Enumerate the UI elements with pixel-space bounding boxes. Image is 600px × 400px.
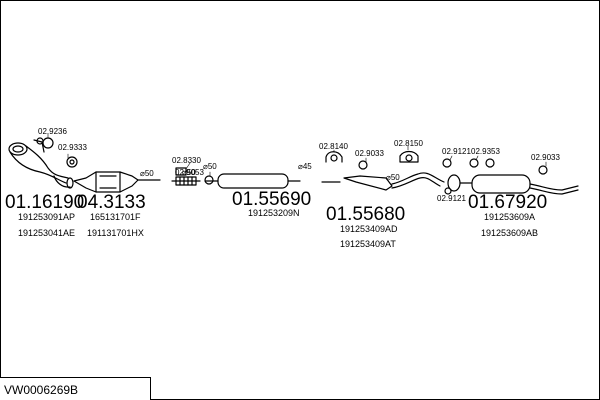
diameter-label: ⌀45 (298, 162, 312, 171)
accessory-code: 02.9353 (471, 147, 500, 156)
gasket-icon (66, 156, 78, 168)
rubber-ring-icon (469, 158, 479, 168)
part-reference: 191253091AP (18, 212, 76, 222)
accessory-code: 02.9121 (442, 147, 471, 156)
middle-box (321, 172, 461, 192)
diameter-label: ⌀50 (203, 162, 217, 171)
accessory-code: 02.8140 (319, 142, 348, 151)
diagram-code-box: VW0006269B (0, 377, 151, 400)
part-reference: 165131701F (90, 212, 141, 222)
part-reference: 191253041AE (18, 228, 76, 238)
clamp-icon (444, 187, 452, 195)
rear-silencer (459, 174, 579, 195)
clamp-icon (538, 165, 548, 175)
part-number: 01.55680 (326, 204, 406, 225)
catalytic-converter (73, 171, 161, 193)
accessory-code: 02.9033 (531, 153, 560, 162)
accessory-code: 02.8150 (394, 139, 423, 148)
rubber-ring-icon (485, 158, 495, 168)
part-reference: 191253409AT (340, 239, 396, 249)
middle-silencer (204, 173, 301, 189)
part-reference: 191253209N (248, 208, 300, 218)
clamp-icon (204, 175, 214, 185)
leader-lines (47, 133, 547, 177)
accessory-code: 02.9333 (58, 143, 87, 152)
accessory-code: 02.9121 (437, 194, 466, 203)
accessory-code: 02.8330 (172, 156, 201, 165)
part-number: 01.16190 (5, 192, 85, 213)
diameter-label: ⌀50 (182, 168, 196, 177)
accessory-code: 02.9236 (38, 127, 67, 136)
part-number: 01.55690 (232, 189, 312, 210)
diagram-code: VW0006269B (4, 383, 79, 397)
front-pipe (8, 137, 74, 189)
clamp-icon (175, 167, 187, 176)
accessory-code: 02.9053 (175, 168, 204, 177)
accessories (42, 137, 548, 195)
part-reference: 191253609AB (481, 228, 539, 238)
part-reference: 191131701HX (87, 228, 144, 238)
diameter-label: ⌀50 (386, 173, 400, 182)
accessory-code: 02.9033 (355, 149, 384, 158)
rubber-mount-icon (325, 151, 343, 163)
part-reference: 191253409AD (340, 224, 398, 234)
rubber-mount-icon (399, 150, 419, 163)
clamp-icon (358, 160, 368, 170)
part-number: 04.3133 (77, 192, 146, 213)
clamp-icon (442, 158, 452, 168)
diameter-label: ⌀50 (140, 169, 154, 178)
flex-pipe (171, 176, 201, 186)
clamp-icon (42, 137, 54, 149)
part-number: 01.67920 (468, 192, 548, 213)
part-reference: 191253609A (484, 212, 536, 222)
